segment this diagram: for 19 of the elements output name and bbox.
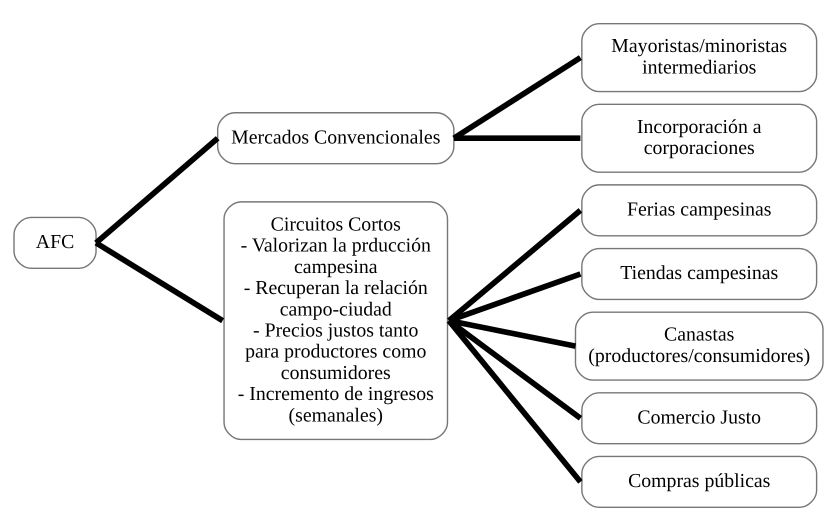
node-box: Compras públicas: [581, 455, 818, 508]
connector: [452, 54, 582, 140]
connector: [94, 240, 224, 323]
node-box: Mayoristas/minoristas intermediarios: [581, 22, 818, 92]
node-box: Comercio Justo: [581, 392, 818, 444]
connector: [448, 317, 576, 348]
connector: [447, 208, 582, 322]
node-box: Circuitos Cortos - Valorizan la prducción campesina - Recuperan la relación campo-ciudad - Precios justos tanto para productores como consumidores - Incremento de ingresos (semanales): [223, 200, 448, 440]
connector: [448, 270, 582, 323]
connector: [454, 134, 580, 141]
node-box: Incorporación a corporaciones: [581, 103, 818, 172]
node-box: Ferias campesinas: [581, 184, 818, 236]
connector: [446, 318, 583, 484]
node-box: Canastas (productores/consumidores): [574, 310, 824, 380]
node-box: Mercados Convencionales: [216, 112, 455, 164]
node-box: AFC: [13, 216, 97, 269]
node-box: Tiendas campesinas: [581, 247, 818, 300]
connector: [94, 136, 220, 245]
connector: [447, 318, 582, 420]
